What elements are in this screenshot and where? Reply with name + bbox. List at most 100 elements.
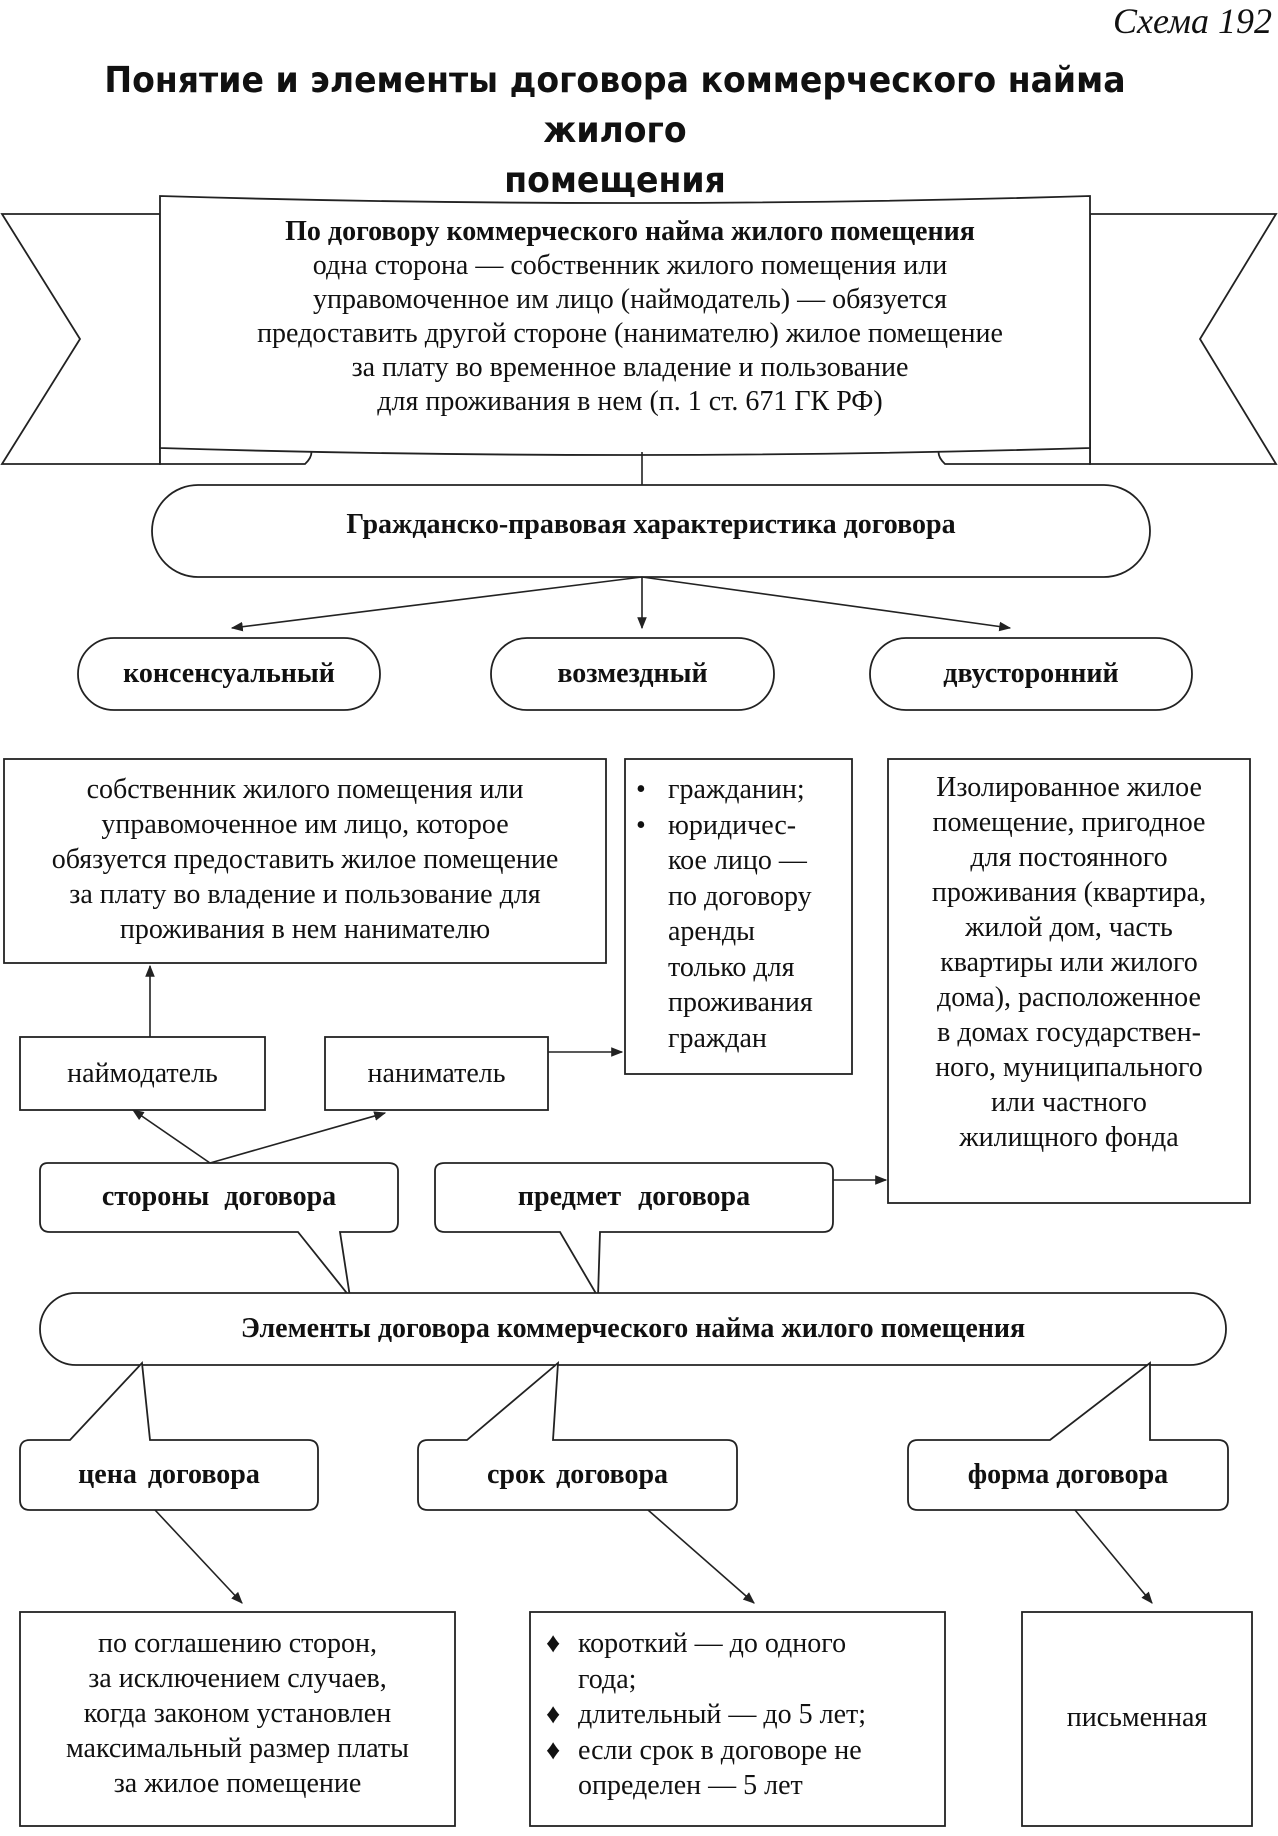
landlord-definition-line: собственник жилого помещения или — [86, 774, 524, 805]
page-title: Понятие и элементы договора коммерческог… — [86, 56, 1144, 206]
pill-consensual — [77, 637, 381, 711]
term-detail-box — [529, 1611, 946, 1827]
price-callout-label: цена договора — [78, 1459, 260, 1490]
subject-definition-line: дома), расположенное — [937, 982, 1201, 1013]
tenant-type-text: только для — [668, 951, 795, 983]
subject-definition-line: Изолированное жилое — [936, 772, 1202, 803]
arrow-to-consensual — [230, 576, 643, 632]
term-detail-text: определен — 5 лет — [578, 1770, 803, 1801]
diamond-bullet-icon: ♦ — [546, 1734, 561, 1766]
definition-lead: По договору коммерческого найма жилого п… — [285, 216, 975, 247]
term-detail-item: ♦ короткий — до одного года; — [540, 1626, 940, 1697]
definition-line: управомоченное им лицо (наймодатель) — о… — [313, 284, 947, 315]
arrow-form-to-detail — [1074, 1509, 1153, 1604]
parties-callout-label: стороны договора — [101, 1181, 337, 1212]
landlord-definition-line: обязуется предоставить жилое помещение — [51, 844, 559, 875]
price-detail-line: по соглашению сторон, — [97, 1628, 378, 1659]
landlord-definition-box — [3, 758, 607, 964]
definition-line: для проживания в нем (п. 1 ст. 671 ГК РФ… — [377, 386, 883, 417]
definition-banner — [0, 195, 1278, 465]
pill-paid — [490, 637, 775, 711]
tenant-label: наниматель — [367, 1058, 506, 1089]
definition-text: По договору коммерческого найма жилого п… — [170, 215, 1090, 419]
tenant-types-list: •гражданин; • юридичес- кое лицо — по до… — [630, 772, 850, 1056]
term-callout-label: срок договора — [486, 1459, 669, 1490]
term-detail-text: если срок в договоре не — [578, 1734, 862, 1766]
tenant-type-text: проживания — [668, 987, 813, 1018]
page-title-line: Понятие и элементы договора коммерческог… — [104, 60, 1126, 151]
price-detail-line: максимальный размер платы — [66, 1733, 409, 1764]
arrow-to-bilateral — [641, 576, 1012, 632]
form-callout-shape — [907, 1361, 1229, 1511]
diamond-bullet-icon: ♦ — [546, 1628, 561, 1659]
characteristic-title: Гражданско-правовая характеристика догов… — [346, 509, 956, 540]
characteristic-consensual: консенсуальный — [123, 658, 335, 689]
definition-line: за плату во временное владение и пользов… — [351, 352, 909, 383]
elements-title: Элементы договора коммерческого найма жи… — [240, 1313, 1026, 1344]
tenant-type-text: граждан — [668, 1022, 767, 1054]
price-detail-box — [19, 1611, 456, 1827]
subject-callout-label: предмет договора — [517, 1181, 751, 1212]
landlord-definition-line: проживания в нем нанимателю — [119, 914, 491, 945]
elements-pill — [39, 1292, 1227, 1366]
parties-callout-shape — [39, 1162, 399, 1301]
tenant-type-text: по договору — [668, 880, 812, 912]
price-callout-shape — [19, 1360, 319, 1511]
subject-definition-box — [887, 758, 1251, 1204]
form-detail-text: письменная — [1066, 1702, 1208, 1733]
landlord-definition-line: за плату во владение и пользование для — [69, 879, 541, 910]
term-callout-shape — [417, 1360, 738, 1511]
landlord-label: наймодатель — [67, 1058, 218, 1089]
banner-left-tail — [0, 213, 161, 465]
subject-definition-line: для постоянного — [970, 842, 1168, 873]
bullet-icon: • — [636, 809, 646, 841]
pill-bilateral — [869, 637, 1193, 711]
form-detail-box — [1021, 1611, 1253, 1827]
scheme-number: Схема 192 — [1112, 1, 1272, 41]
characteristic-pill — [151, 484, 1151, 578]
term-detail-text: короткий — до одного — [578, 1628, 847, 1659]
diamond-bullet-icon: ♦ — [546, 1699, 561, 1730]
subject-definition-line: помещение, пригодное — [932, 807, 1206, 838]
subject-definition-line: или частного — [991, 1087, 1147, 1118]
price-detail-line: за жилое помещение — [113, 1768, 362, 1799]
arrow-parties-to-tenant — [209, 1111, 387, 1164]
landlord-definition-text: собственник жилого помещения или управом… — [4, 772, 606, 947]
tenant-box — [324, 1036, 549, 1111]
price-detail-text: по соглашению сторон, за исключением слу… — [20, 1626, 455, 1801]
definition-line: предоставить другой стороне (нанимателю)… — [257, 318, 1003, 349]
subject-callout-shape — [434, 1162, 834, 1301]
subject-definition-text: Изолированное жилое помещение, пригодное… — [888, 770, 1250, 1155]
term-detail-text: года; — [578, 1663, 637, 1695]
price-detail-line: за исключением случаев, — [88, 1663, 387, 1694]
banner-right-tail — [1089, 213, 1278, 465]
subject-definition-line: в домах государствен- — [937, 1017, 1201, 1048]
tenant-type-item: • юридичес- кое лицо — по договору аренд… — [630, 808, 850, 1057]
subject-definition-line: ного, муниципального — [935, 1052, 1203, 1083]
subject-definition-line: жилищного фонда — [959, 1122, 1179, 1153]
tenant-type-text: аренды — [668, 916, 755, 947]
tenant-type-item: •гражданин; — [630, 772, 850, 808]
arrow-term-to-detail — [647, 1509, 755, 1604]
price-detail-line: когда законом установлен — [83, 1698, 392, 1729]
term-detail-item: ♦ длительный — до 5 лет; — [540, 1697, 940, 1733]
term-detail-item: ♦ если срок в договоре не определен — 5 … — [540, 1733, 940, 1804]
landlord-definition-line: управомоченное им лицо, которое — [101, 809, 509, 840]
subject-definition-line: квартиры или жилого — [940, 947, 1198, 978]
tenant-type-text: юридичес- — [668, 809, 797, 841]
characteristic-bilateral: двусторонний — [943, 658, 1119, 689]
bullet-icon: • — [636, 774, 646, 805]
landlord-box — [19, 1036, 266, 1111]
banner-body — [159, 195, 1091, 456]
tenant-types-box — [624, 758, 853, 1075]
subject-definition-line: проживания (квартира, — [931, 877, 1207, 908]
subject-definition-line: жилой дом, часть — [965, 912, 1173, 943]
term-detail-list: ♦ короткий — до одного года; ♦ длительны… — [540, 1626, 940, 1804]
page-title-line: помещения — [504, 160, 726, 201]
tenant-type-text: кое лицо — — [668, 845, 807, 876]
term-detail-text: длительный — до 5 лет; — [578, 1699, 867, 1730]
definition-line: одна сторона — собственник жилого помеще… — [312, 250, 948, 281]
form-callout-label: форма договора — [967, 1459, 1169, 1490]
